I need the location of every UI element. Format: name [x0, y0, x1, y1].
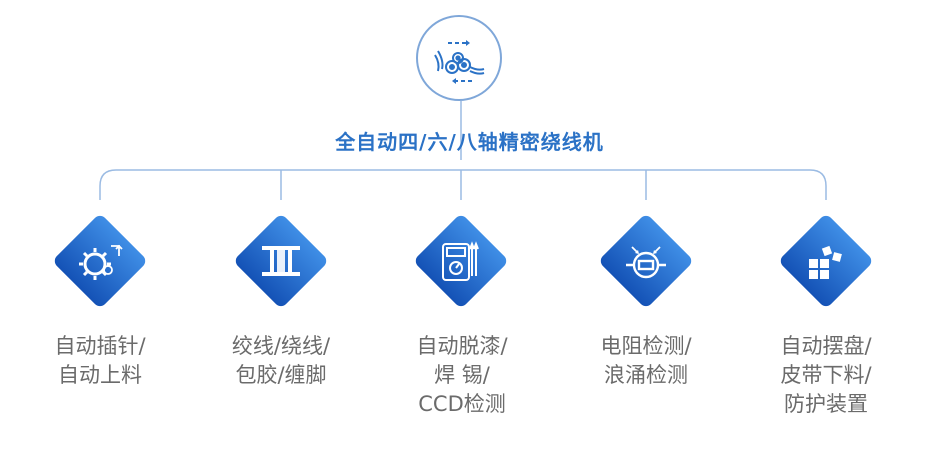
coil-bobbin-icon: [262, 246, 300, 276]
step-4-diamond: [591, 206, 701, 316]
blocks-tray-icon: [809, 245, 842, 279]
page-title: 全自动四/六/八轴精密绕线机: [335, 130, 604, 154]
multimeter-icon: [442, 241, 479, 281]
step-5-line-3: 防护装置: [784, 392, 868, 416]
step-3-line-1: 自动脱漆/: [416, 334, 508, 358]
winding-machine-icon: [434, 40, 485, 84]
step-4-line-1: 电阻检测/: [600, 334, 692, 358]
step-5-line-2: 皮带下料/: [780, 363, 872, 387]
step-3-diamond: [406, 206, 516, 316]
step-2-diamond: [226, 206, 336, 316]
step-4-label: 电阻检测/ 浪涌检测: [566, 332, 726, 390]
step-1-label: 自动插针/ 自动上料: [20, 332, 180, 390]
step-2-line-2: 包胶/缠脚: [235, 363, 327, 387]
step-1-line-2: 自动上料: [58, 363, 142, 387]
step-5-label: 自动摆盘/ 皮带下料/ 防护装置: [746, 332, 906, 419]
step-2-line-1: 绞线/绕线/: [231, 334, 331, 358]
step-1-diamond: [45, 206, 155, 316]
top-icon-circle: [416, 15, 502, 101]
step-1-line-1: 自动插针/: [54, 334, 146, 358]
step-3-line-3: CCD检测: [418, 392, 506, 416]
resistor-sensor-icon: [626, 251, 666, 279]
gear-automation-icon: [79, 248, 111, 280]
step-4-line-2: 浪涌检测: [604, 363, 688, 387]
step-5-line-1: 自动摆盘/: [780, 334, 872, 358]
step-5-diamond: [771, 206, 881, 316]
step-2-label: 绞线/绕线/ 包胶/缠脚: [201, 332, 361, 390]
step-3-line-2: 焊 锡/: [434, 363, 490, 387]
step-3-label: 自动脱漆/ 焊 锡/ CCD检测: [382, 332, 542, 419]
